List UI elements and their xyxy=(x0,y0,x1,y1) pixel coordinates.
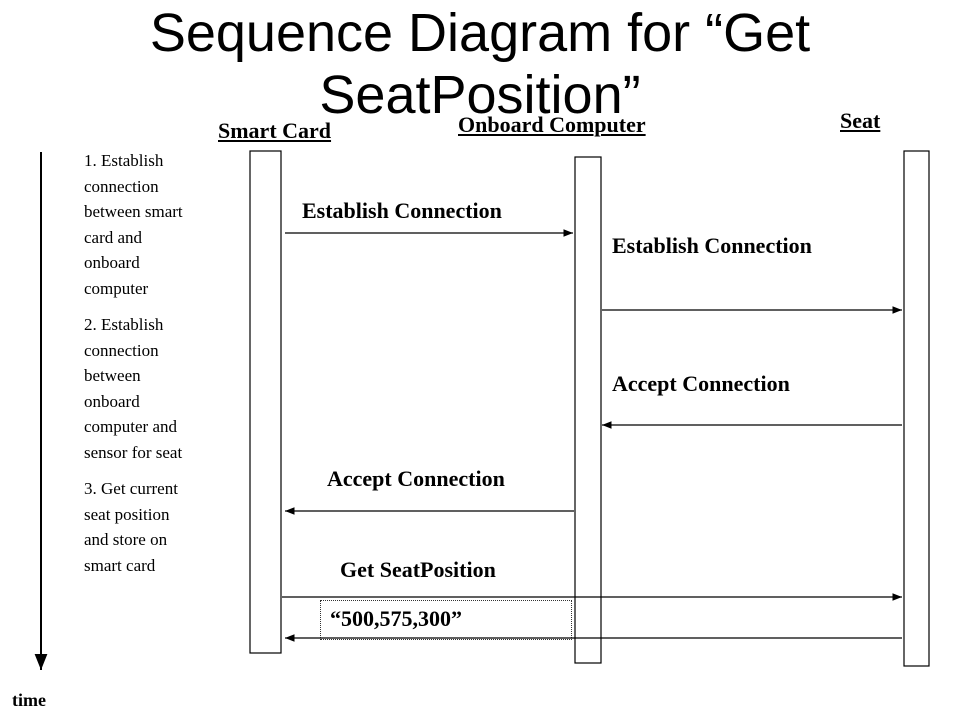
time-label: time xyxy=(12,690,46,710)
step-1: 1. Establish connection between smart ca… xyxy=(84,151,183,298)
message-label-4: Accept Connection xyxy=(327,466,505,491)
actor-onboard-computer: Onboard Computer xyxy=(458,112,646,137)
actor-seat: Seat xyxy=(840,108,881,133)
seat-lifeline xyxy=(903,150,930,667)
step-list: 1. Establish connection between smart ca… xyxy=(84,148,196,589)
step-3: 3. Get current seat position and store o… xyxy=(84,479,178,575)
step-2: 2. Establish connection between onboard … xyxy=(84,315,183,462)
onboard-computer-lifeline xyxy=(574,156,602,664)
actor-smart-card: Smart Card xyxy=(218,118,332,143)
message-label-1: Establish Connection xyxy=(302,198,502,223)
diagram-title: Sequence Diagram for “Get SeatPosition” xyxy=(149,3,811,125)
message-label-5: Get SeatPosition xyxy=(340,557,496,582)
message-label-6: “500,575,300” xyxy=(330,606,462,631)
message-label-2: Establish Connection xyxy=(612,233,812,258)
return-value-box xyxy=(320,600,572,640)
smart-card-lifeline xyxy=(249,150,282,654)
message-label-3: Accept Connection xyxy=(612,371,790,396)
